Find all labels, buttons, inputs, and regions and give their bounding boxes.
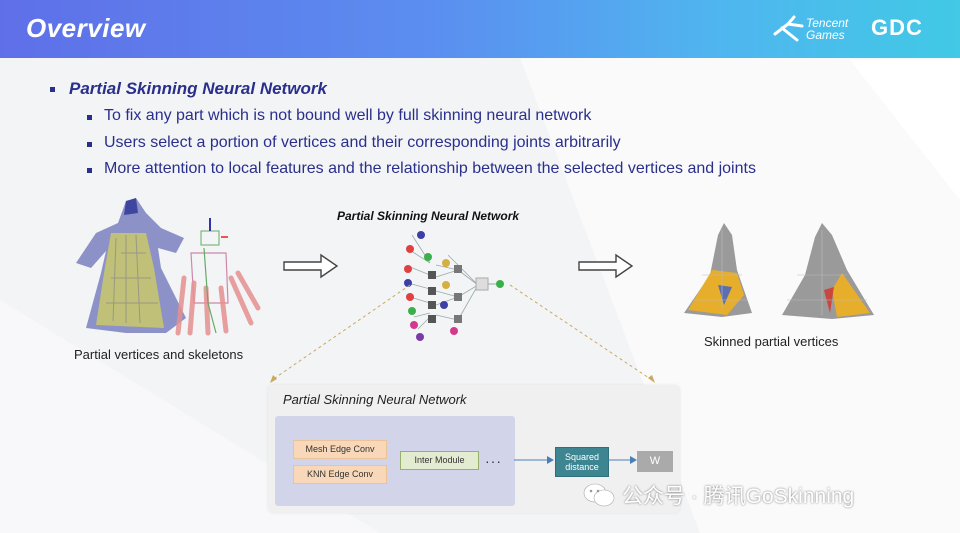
sub-bullet-2: Users select a portion of vertices and t… [87,134,621,152]
page-title: Overview [26,13,146,43]
sub-bullet-3: More attention to local features and the… [87,160,756,178]
squared-text: Squared [564,452,600,462]
flow-arrow-icon [608,456,637,464]
skinned-mesh-image [684,223,874,319]
knn-edge-conv-box: KNN Edge Conv [293,465,387,484]
watermark-text: 公众号 · 腾讯GoSkinning [622,485,855,508]
skeleton-figure [175,218,261,336]
flow-arrow-icon [514,456,554,464]
gdc-logo: GDC [871,15,923,40]
squared-distance-box: Squared distance [555,447,609,477]
main-bullet: Partial Skinning Neural Network [50,79,327,99]
sub-bullet-text: Users select a portion of vertices and t… [104,134,621,151]
neural-network-diagram [404,231,504,341]
detail-panel-inner [275,416,515,506]
dashed-guide-lines [270,284,655,383]
right-arrow-icon [283,253,339,279]
sub-bullet-text: More attention to local features and the… [104,160,756,177]
ellipsis: ··· [485,453,502,469]
tencent-logo-icon [773,15,804,42]
tencent-logo-text: Tencent [806,16,849,30]
caption-right: Skinned partial vertices [704,334,839,349]
wechat-icon [583,483,615,507]
output-w-box: W [637,451,673,472]
sub-bullet-text: To fix any part which is not bound well … [104,107,592,124]
header-bar [0,0,960,58]
games-logo-text: Games [806,28,845,42]
inter-module-box: Inter Module [400,451,479,470]
distance-text: distance [565,462,599,472]
sub-bullet-1: To fix any part which is not bound well … [87,107,591,125]
mesh-edge-conv-box: Mesh Edge Conv [293,440,387,459]
right-arrow-icon [578,253,634,279]
tencent-games-logo: Tencent Games [772,14,848,47]
detail-panel-title: Partial Skinning Neural Network [283,392,467,407]
nn-diagram-title: Partial Skinning Neural Network [337,209,520,223]
main-bullet-text: Partial Skinning Neural Network [69,79,327,98]
caption-left: Partial vertices and skeletons [74,347,244,362]
character-mesh-image [76,198,261,336]
